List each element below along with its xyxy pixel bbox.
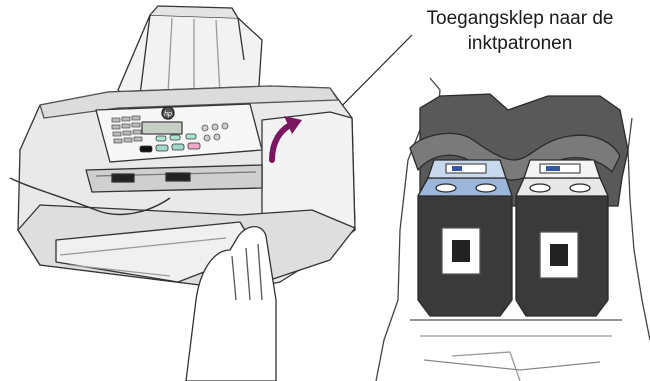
tri-color-cartridge [418, 160, 512, 316]
panel-display [142, 122, 182, 134]
svg-text:hp: hp [164, 111, 172, 118]
hp-logo-icon: hp [162, 107, 174, 119]
black-cartridge [516, 160, 608, 316]
printer-illustration: hp [10, 6, 355, 381]
cartridge-carriage-illustration [376, 78, 650, 381]
